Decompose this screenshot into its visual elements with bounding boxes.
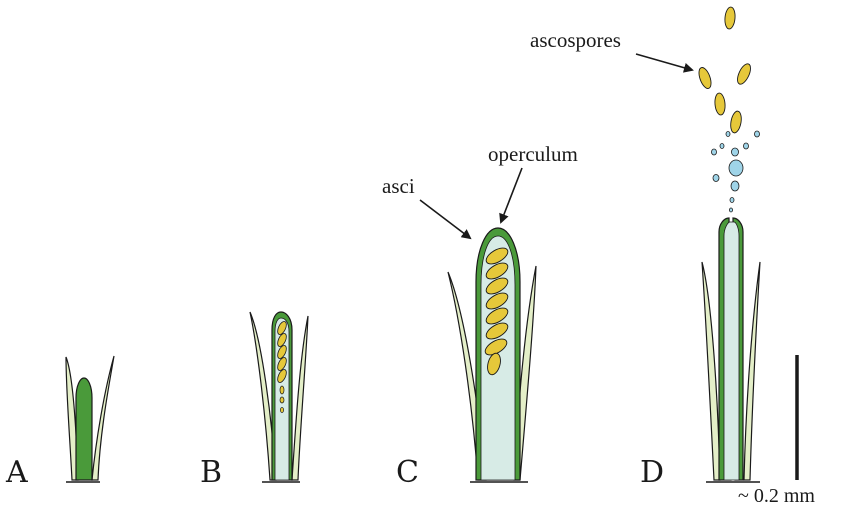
panel-label-c: C [396,455,419,490]
mature-spores [484,247,509,376]
callout-ascospores: ascospores [530,28,621,52]
ejected-ascospores [698,6,751,134]
discharge-droplets [711,130,760,213]
stage-c-mature-ascus [419,167,537,483]
stage-a-paraphyses [65,355,115,483]
panel-label-a: A [6,455,28,490]
callout-asci: asci [382,174,415,198]
scale-bar-label: ~ 0.2 mm [738,485,815,507]
young-spores [277,321,287,413]
panel-label-d: D [640,455,665,490]
stage-d-spore-discharge [635,6,761,483]
panel-label-b: B [200,455,223,490]
stage-b-young-ascus [249,311,309,483]
callout-operculum: operculum [488,142,578,166]
